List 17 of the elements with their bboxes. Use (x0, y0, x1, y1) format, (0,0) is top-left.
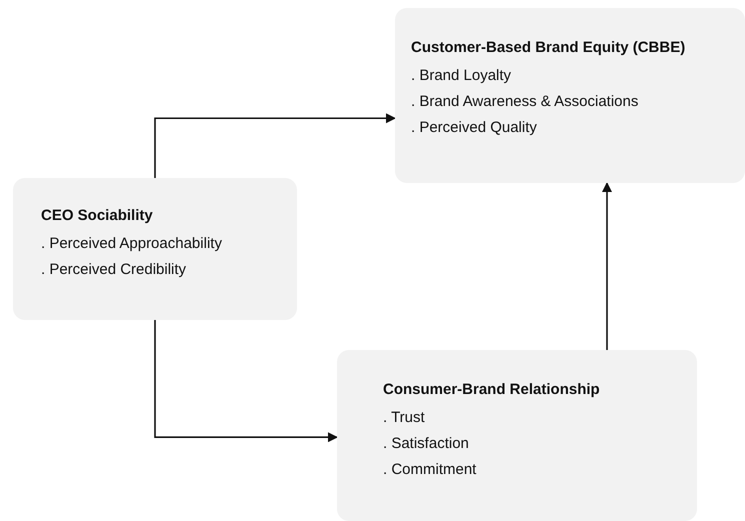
arrow (602, 182, 612, 350)
box-heading: Customer-Based Brand Equity (CBBE) (411, 38, 686, 58)
box-heading: Consumer-Brand Relationship (383, 380, 600, 400)
list-item: . Brand Awareness & Associations (411, 92, 638, 112)
concept-box (13, 178, 297, 320)
list-item: . Perceived Credibility (41, 260, 186, 280)
list-item: . Brand Loyalty (411, 66, 512, 86)
list-item: . Satisfaction (383, 434, 469, 454)
concept-box (337, 350, 697, 521)
box-heading: CEO Sociability (41, 206, 153, 226)
list-item: . Perceived Quality (411, 118, 537, 138)
concept-box (395, 8, 745, 183)
arrow (154, 113, 396, 178)
list-item: . Trust (383, 408, 425, 428)
list-item: . Perceived Approachability (41, 234, 222, 254)
arrow (154, 320, 338, 442)
list-item: . Commitment (383, 460, 476, 480)
